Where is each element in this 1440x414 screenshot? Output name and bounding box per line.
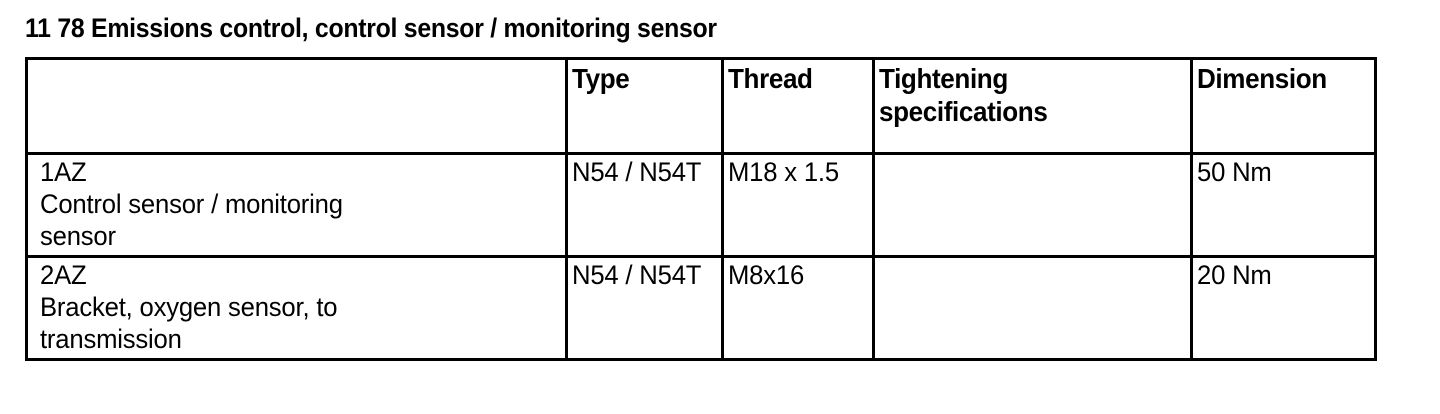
table-header-row: Type Thread Tightening specifications Di… (25, 57, 1377, 155)
cell-tightening-specifications (872, 152, 1193, 258)
dimension-value: 50 Nm (1197, 157, 1272, 187)
cell-tightening-specifications (872, 255, 1193, 361)
cell-dimension: 50 Nm (1190, 152, 1377, 258)
torque-specification-table: Type Thread Tightening specifications Di… (25, 57, 1377, 361)
column-header-thread: Thread (721, 57, 875, 155)
thread-value: M8x16 (728, 260, 805, 290)
cell-thread: M8x16 (721, 255, 875, 361)
column-header-tightening-specifications: Tightening specifications (872, 57, 1193, 155)
position-id: 2AZ (40, 260, 87, 290)
type-value: N54 / N54T (572, 260, 702, 290)
type-value: N54 / N54T (572, 157, 702, 187)
position-id: 1AZ (40, 157, 87, 187)
cell-thread: M18 x 1.5 (721, 152, 875, 258)
column-header-type-label: Type (572, 63, 630, 94)
thread-value: M18 x 1.5 (728, 157, 839, 187)
column-header-tightening-line1: Tightening (879, 63, 1008, 94)
dimension-value: 20 Nm (1197, 260, 1272, 290)
cell-dimension: 20 Nm (1190, 255, 1377, 361)
cell-type: N54 / N54T (565, 255, 724, 361)
column-header-tightening-line2: specifications (879, 96, 1048, 128)
column-header-dimension: Dimension (1190, 57, 1377, 155)
page-title: 11 78 Emissions control, control sensor … (25, 13, 717, 43)
column-header-thread-label: Thread (728, 63, 813, 94)
cell-type: N54 / N54T (565, 152, 724, 258)
column-header-position (25, 57, 568, 155)
column-header-type: Type (565, 57, 724, 155)
component-description: Bracket, oxygen sensor, to transmission (40, 291, 338, 354)
component-description: Control sensor / monitoring sensor (40, 188, 343, 251)
column-header-dimension-label: Dimension (1197, 63, 1327, 94)
